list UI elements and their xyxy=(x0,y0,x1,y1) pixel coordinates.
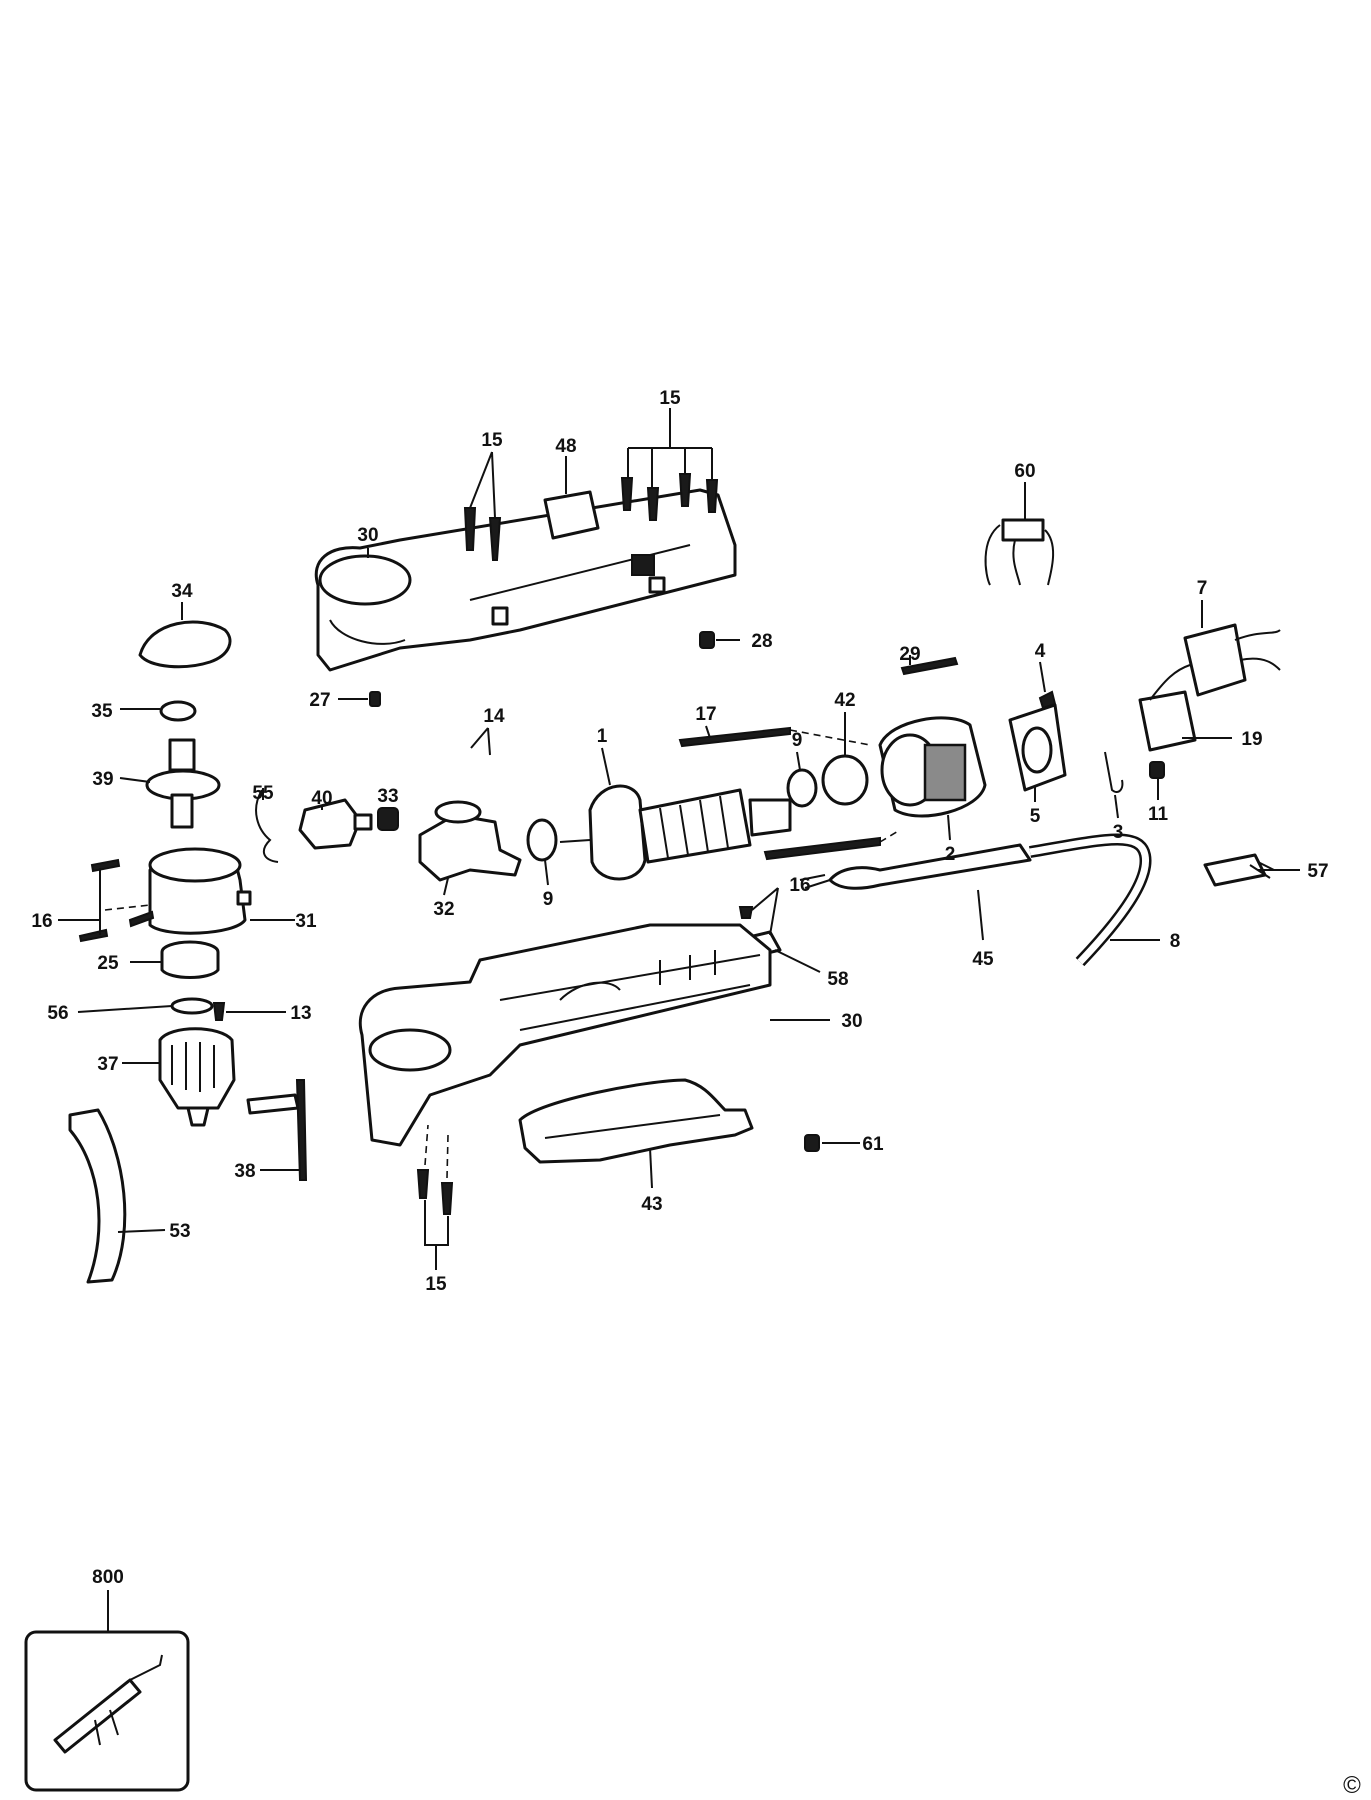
callout-34: 34 xyxy=(171,581,193,602)
through-bolt-lower-part xyxy=(763,836,881,861)
housing-screws-part xyxy=(463,473,719,561)
callout-27: 27 xyxy=(309,690,330,711)
callout-30-top: 30 xyxy=(357,525,378,546)
callout-28: 28 xyxy=(751,631,772,652)
callout-13: 13 xyxy=(290,1003,311,1024)
callout-19: 19 xyxy=(1241,729,1262,750)
leader-lines xyxy=(58,408,1300,1632)
callout-58: 58 xyxy=(827,969,848,990)
lower-housing-part xyxy=(358,923,772,1147)
clip-4-part xyxy=(1038,690,1057,710)
end-plate-5-part xyxy=(1008,703,1067,792)
washer-56-part xyxy=(170,997,214,1015)
callout-39: 39 xyxy=(92,769,113,790)
callout-42: 42 xyxy=(834,690,855,711)
through-bolt-17-part xyxy=(678,726,791,748)
collar-25-part xyxy=(160,940,220,979)
gear-housing-31-part xyxy=(148,847,252,935)
callout-38: 38 xyxy=(234,1161,255,1182)
spindle-40-part xyxy=(298,798,373,850)
cap-34-part xyxy=(138,620,232,669)
callout-9-left: 9 xyxy=(543,889,554,910)
callout-40: 40 xyxy=(311,788,332,809)
callout-17: 17 xyxy=(695,704,716,725)
strap-53-part xyxy=(68,1108,127,1284)
chuck-37-part xyxy=(158,1027,236,1127)
callout-15-top-left: 15 xyxy=(481,430,503,451)
spring-3-part xyxy=(1104,751,1124,793)
callout-4: 4 xyxy=(1035,641,1046,662)
screws-15-bottom-part xyxy=(416,1169,454,1215)
callout-9-right: 9 xyxy=(792,730,803,751)
brush-holder-part xyxy=(1138,664,1197,752)
bearing-42-part xyxy=(821,754,869,806)
assembly-dashed-lines xyxy=(789,729,901,843)
callout-33: 33 xyxy=(377,786,398,807)
callout-25: 25 xyxy=(97,953,119,974)
callout-55: 55 xyxy=(252,783,274,804)
callout-14: 14 xyxy=(483,706,505,727)
callout-5: 5 xyxy=(1030,806,1041,827)
callout-48: 48 xyxy=(555,436,576,457)
callout-29: 29 xyxy=(899,644,920,665)
callout-53: 53 xyxy=(169,1221,190,1242)
callout-labels: 15 15 48 60 30 34 7 28 29 4 27 35 14 17 … xyxy=(31,388,1328,1588)
upper-housing-part xyxy=(314,488,737,672)
callout-61: 61 xyxy=(862,1134,884,1155)
copyright-mark: © xyxy=(1343,1772,1361,1799)
screws-16-left-part xyxy=(78,858,155,943)
accessory-kit-800 xyxy=(24,1630,190,1792)
chuck-key-38-part xyxy=(246,1079,308,1181)
callout-15-top-right: 15 xyxy=(659,388,681,409)
callout-1: 1 xyxy=(597,726,608,747)
gear-case-32-part xyxy=(418,800,522,882)
switch-part xyxy=(1183,623,1281,697)
stator-2-part xyxy=(878,716,987,818)
callout-56: 56 xyxy=(47,1003,68,1024)
callout-35: 35 xyxy=(91,701,113,722)
callout-16-left: 16 xyxy=(31,911,52,932)
nut-61-part xyxy=(804,1134,820,1152)
screw-13-part xyxy=(212,1002,226,1021)
callout-2: 2 xyxy=(945,844,956,865)
callout-7: 7 xyxy=(1197,578,1208,599)
callout-31: 31 xyxy=(295,911,317,932)
label-sticker-part xyxy=(543,490,600,540)
nut-28-part xyxy=(699,631,715,649)
bearing-33-part xyxy=(377,807,399,831)
nut-11-part xyxy=(1149,761,1165,779)
callout-32: 32 xyxy=(433,899,454,920)
callout-16-right: 16 xyxy=(789,875,810,896)
callout-11: 11 xyxy=(1148,804,1169,825)
washer-35-part xyxy=(159,700,197,722)
callout-15-bottom: 15 xyxy=(425,1274,447,1295)
armature-1-part xyxy=(559,784,792,881)
bearing-9-right-part xyxy=(786,768,818,808)
callout-37: 37 xyxy=(97,1054,118,1075)
bearing-9-left-part xyxy=(526,818,558,862)
power-cord-part xyxy=(799,833,1152,967)
carbon-brushes-part xyxy=(984,518,1055,586)
callout-3: 3 xyxy=(1113,822,1124,843)
callout-800: 800 xyxy=(92,1567,124,1588)
callout-43: 43 xyxy=(641,1194,662,1215)
screw-16-right-part xyxy=(738,906,754,919)
callout-45: 45 xyxy=(972,949,994,970)
bar-29-part xyxy=(900,656,959,676)
callout-60: 60 xyxy=(1014,461,1035,482)
callout-8: 8 xyxy=(1170,931,1181,952)
gear-39-part xyxy=(145,738,221,829)
terminal-57-part xyxy=(1203,853,1275,887)
callout-57: 57 xyxy=(1307,861,1328,882)
handle-cover-43-part xyxy=(518,1078,754,1164)
callout-30-bottom: 30 xyxy=(841,1011,862,1032)
pin-27-part xyxy=(369,691,381,707)
clip-55-part xyxy=(255,789,279,863)
